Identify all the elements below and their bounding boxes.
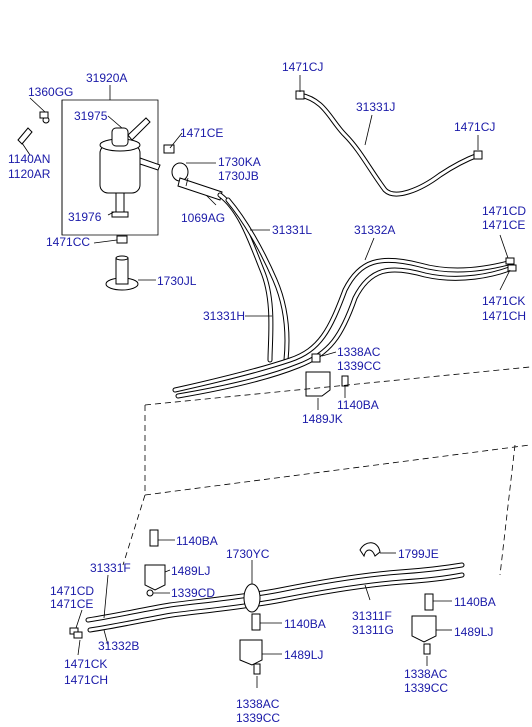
label-1338AC-right[interactable]: 1338AC [404, 667, 448, 681]
label-1140AN[interactable]: 1140AN [8, 152, 50, 166]
pipe-31331F [69, 562, 465, 656]
label-1140BA-mid[interactable]: 1140BA [337, 398, 379, 412]
label-1120AR[interactable]: 1120AR [8, 167, 51, 181]
leader-lines-top-left [21, 85, 217, 281]
label-1140BA-center[interactable]: 1140BA [284, 617, 326, 631]
pipe-1069AG [177, 177, 223, 201]
label-31311G[interactable]: 31311G [352, 623, 394, 637]
label-1471CE-right[interactable]: 1471CE [482, 218, 525, 232]
label-1339CC-right[interactable]: 1339CC [404, 681, 448, 695]
bracket-left-1489LJ [144, 529, 175, 597]
bracket-right-1489LJ [411, 593, 452, 666]
label-1338AC-mid[interactable]: 1338AC [337, 345, 381, 359]
label-1140BA-right[interactable]: 1140BA [454, 595, 496, 609]
label-1339CC-center[interactable]: 1339CC [236, 711, 280, 725]
label-1489LJ-right[interactable]: 1489LJ [454, 625, 493, 639]
reference-dashed-lines [122, 366, 531, 576]
label-31331H[interactable]: 31331H [203, 309, 245, 323]
grommet-1730YC [243, 560, 261, 613]
label-1730JB[interactable]: 1730JB [218, 169, 259, 183]
label-31920A[interactable]: 31920A [86, 71, 127, 85]
label-1730JL[interactable]: 1730JL [157, 274, 197, 288]
label-1471CH-left[interactable]: 1471CH [64, 673, 108, 687]
pipe-31332A [172, 234, 517, 399]
label-31975[interactable]: 31975 [74, 109, 108, 123]
label-31332B[interactable]: 31332B [98, 639, 139, 653]
label-1471CD-left[interactable]: 1471CD [50, 584, 94, 598]
label-31332A[interactable]: 31332A [354, 223, 395, 237]
label-1339CC-mid[interactable]: 1339CC [337, 359, 381, 373]
label-1471CJ-b[interactable]: 1471CJ [454, 120, 495, 134]
part-labels: 31920A 1360GG 31975 1471CE 1730KA 1730JB… [8, 60, 526, 725]
label-1489JK[interactable]: 1489JK [302, 412, 343, 426]
label-1069AG[interactable]: 1069AG [181, 211, 225, 225]
label-1140BA-left[interactable]: 1140BA [176, 534, 218, 548]
pipe-31331J [295, 75, 483, 197]
bracket-1489JK [305, 351, 349, 410]
label-1471CC[interactable]: 1471CC [46, 235, 90, 249]
label-1489LJ-center[interactable]: 1489LJ [284, 648, 323, 662]
label-1730KA[interactable]: 1730KA [218, 155, 261, 169]
label-1799JE[interactable]: 1799JE [398, 547, 439, 561]
label-31311F[interactable]: 31311F [352, 609, 392, 623]
label-31331J[interactable]: 31331J [356, 100, 395, 114]
label-1471CE-left[interactable]: 1471CE [50, 597, 93, 611]
label-1471CH-right[interactable]: 1471CH [482, 309, 526, 323]
label-1360GG[interactable]: 1360GG [28, 85, 73, 99]
label-1471CK-left[interactable]: 1471CK [64, 657, 107, 671]
label-1471CK-right[interactable]: 1471CK [482, 294, 525, 308]
label-1471CE-top[interactable]: 1471CE [180, 126, 223, 140]
label-1730YC[interactable]: 1730YC [226, 547, 270, 561]
label-31331F[interactable]: 31331F [90, 561, 131, 575]
label-31976[interactable]: 31976 [68, 210, 102, 224]
clip-1799JE [359, 542, 396, 558]
bracket-center-1489LJ [239, 613, 282, 688]
label-1339CD[interactable]: 1339CD [171, 586, 215, 600]
label-31331L[interactable]: 31331L [272, 223, 312, 237]
fuel-filter-assembly [17, 99, 189, 291]
label-1489LJ-left[interactable]: 1489LJ [171, 564, 210, 578]
label-1471CJ-a[interactable]: 1471CJ [282, 60, 323, 74]
label-1338AC-center[interactable]: 1338AC [236, 697, 280, 711]
label-1471CD-right[interactable]: 1471CD [482, 204, 526, 218]
pipe-31331L [217, 192, 290, 363]
